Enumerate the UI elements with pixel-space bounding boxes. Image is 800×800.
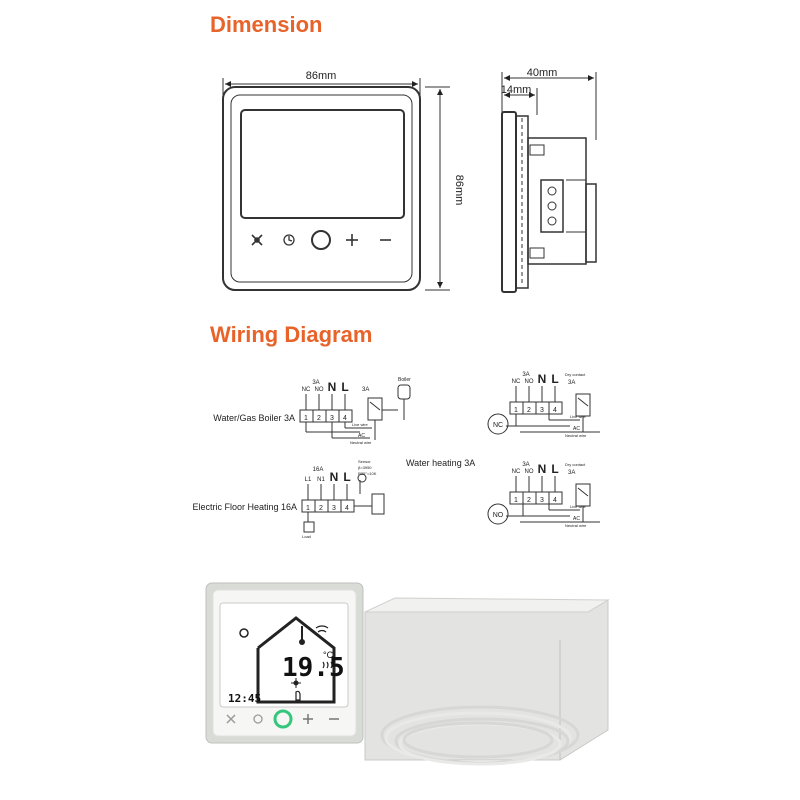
l-label: L xyxy=(343,470,350,484)
amp-label: 3A xyxy=(312,380,319,386)
nc-label: NC xyxy=(302,387,311,393)
live-wire-label: Live wire xyxy=(570,414,587,419)
plus-icon xyxy=(346,234,358,246)
amp-label: 3A xyxy=(522,372,529,378)
dry-contact-label: Dry contact xyxy=(565,372,586,377)
temperature-unit: °C xyxy=(323,650,334,660)
water-heating-heading: Water heating 3A xyxy=(406,458,475,468)
live-wire-label: Live wire xyxy=(570,504,587,509)
terminal-2: 2 xyxy=(319,505,323,512)
amp16-label: 16A xyxy=(313,467,324,473)
nc-label: NC xyxy=(512,469,521,475)
n-label: N xyxy=(538,372,547,386)
relay-amp-label: 3A xyxy=(568,470,575,476)
terminal-1: 1 xyxy=(514,407,518,414)
terminal-1: 1 xyxy=(304,415,308,422)
boiler-heading: Water/Gas Boiler 3A xyxy=(213,413,295,423)
wiring-floor-heating: L1 N1 16A N L Sensor β=3950 R25°=10K 1 2… xyxy=(301,459,385,539)
terminal-3: 3 xyxy=(330,415,334,422)
sensor-resistance-label: R25°=10K xyxy=(358,471,377,476)
neutral-wire-label: Neutral wire xyxy=(565,433,587,438)
n1-label: N1 xyxy=(317,477,325,483)
wiring-water-nc: NC NO 3A N L Dry contact 3A 1 2 3 4 NC L… xyxy=(487,372,600,438)
wiring-boiler: NC NO 3A N L 3A Boiler 1 2 3 4 Live wire… xyxy=(299,377,411,445)
dimension-title: Dimension xyxy=(210,12,323,37)
l1-label: L1 xyxy=(305,477,312,483)
device-snowflake-icon xyxy=(226,714,236,724)
ac-label: AC xyxy=(573,426,580,432)
sensor-beta-label: β=3950 xyxy=(358,465,372,470)
l-label: L xyxy=(341,380,348,394)
hand-icon xyxy=(295,690,301,701)
snowflake-icon xyxy=(251,234,263,246)
relay-amp-label: 3A xyxy=(568,380,575,386)
side-view-drawing xyxy=(501,72,597,293)
terminal-3: 3 xyxy=(332,505,336,512)
sun-icon xyxy=(291,678,301,688)
wiring-water-no: NC NO 3A N L Dry contact 3A 1 2 3 4 NO L… xyxy=(487,462,600,528)
n-label: N xyxy=(538,462,547,476)
valve-nc-label: NC xyxy=(493,422,503,429)
terminal-4: 4 xyxy=(345,505,349,512)
device-plus-icon xyxy=(303,714,313,724)
terminal-1: 1 xyxy=(514,497,518,504)
terminal-4: 4 xyxy=(553,497,557,504)
temperature-display: 19.5 xyxy=(282,653,345,683)
terminal-4: 4 xyxy=(553,407,557,414)
load-label: Load xyxy=(302,534,311,539)
height-label: 86mm xyxy=(453,175,465,206)
terminal-2: 2 xyxy=(527,407,531,414)
ac-label: AC xyxy=(358,433,365,439)
width-label: 86mm xyxy=(306,70,337,82)
boiler-label: Boiler xyxy=(398,377,411,383)
device-clock-icon xyxy=(253,714,263,724)
ac-label: AC xyxy=(573,516,580,522)
front-depth-label: 14mm xyxy=(501,84,532,96)
l-label: L xyxy=(551,462,558,476)
l-label: L xyxy=(551,372,558,386)
floor-heating-heading: Electric Floor Heating 16A xyxy=(192,502,297,512)
depth-label: 40mm xyxy=(527,67,558,79)
neutral-wire-label: Neutral wire xyxy=(565,523,587,528)
no-label: NO xyxy=(525,469,534,475)
clock-icon xyxy=(283,234,295,246)
sensor-label: Sensor xyxy=(358,459,371,464)
heating-icon xyxy=(322,661,333,669)
live-wire-label: Live wire xyxy=(352,422,369,427)
terminal-4: 4 xyxy=(343,415,347,422)
no-label: NO xyxy=(525,379,534,385)
wiring-diagram-title: Wiring Diagram xyxy=(210,322,373,347)
nc-label: NC xyxy=(512,379,521,385)
relay-amp-label: 3A xyxy=(362,387,369,393)
device-power-icon xyxy=(273,709,293,729)
product-photo: 19.5 °C 12:45 xyxy=(205,582,610,766)
power-button-icon xyxy=(311,230,331,250)
status-icon xyxy=(239,628,249,638)
amp-label: 3A xyxy=(522,462,529,468)
terminal-2: 2 xyxy=(317,415,321,422)
neutral-wire-label: Neutral wire xyxy=(350,440,372,445)
terminal-1: 1 xyxy=(306,505,310,512)
n-label: N xyxy=(328,380,337,394)
valve-no-label: NO xyxy=(493,512,504,519)
terminal-3: 3 xyxy=(540,497,544,504)
cable-coil xyxy=(380,705,580,766)
terminal-3: 3 xyxy=(540,407,544,414)
wifi-icon xyxy=(315,625,329,633)
front-view-drawing xyxy=(222,78,450,291)
no-label: NO xyxy=(315,387,324,393)
n-label: N xyxy=(330,470,339,484)
clock-display: 12:45 xyxy=(228,692,261,705)
terminal-2: 2 xyxy=(527,497,531,504)
dry-contact-label: Dry contact xyxy=(565,462,586,467)
